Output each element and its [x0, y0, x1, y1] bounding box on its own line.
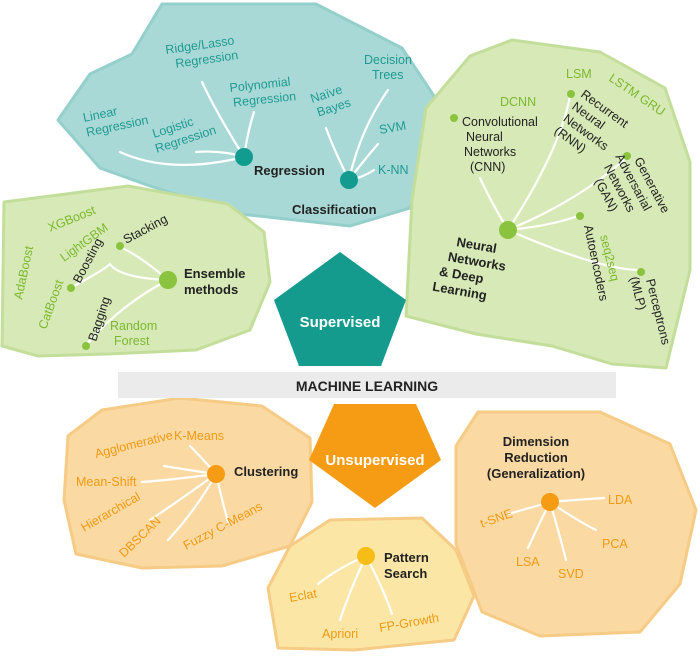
neural-variant-lsm: LSM: [566, 67, 592, 81]
boosting-node: [67, 284, 75, 292]
clustering-item-kmeans: K-Means: [174, 429, 224, 443]
mlp-node: [637, 268, 645, 276]
pattern-item-eclat: Eclat: [288, 586, 318, 605]
dimension-item-lsa: LSA: [516, 555, 540, 569]
regression-item-polynomial: PolynomialRegression: [229, 74, 297, 110]
neural-item-rnn: RecurrentNeuralNetworks(RNN): [552, 87, 632, 167]
neural-label: NeuralNetworks& DeepLearning: [431, 231, 509, 305]
classification-item-knn: K-NN: [378, 163, 409, 177]
dimension-node: [541, 493, 559, 511]
gan-node: [623, 152, 631, 160]
regression-classification-blob: [56, 2, 436, 228]
cnn-node: [450, 114, 458, 122]
rnn-node: [567, 90, 575, 98]
pattern-node: [357, 547, 375, 565]
dimension-item-svd: SVD: [558, 567, 584, 581]
clustering-blob: [62, 396, 314, 570]
classification-label: Classification: [292, 202, 377, 217]
dimension-reduction-blob: [454, 410, 698, 638]
clustering-node: [207, 465, 225, 483]
pattern-item-apriori: Apriori: [322, 627, 358, 641]
title-banner: [118, 372, 616, 398]
autoencoders-node: [576, 212, 584, 220]
clustering-item-mean-shift: Mean-Shift: [76, 475, 137, 489]
ensemble-blob: [0, 184, 272, 358]
pattern-search-blob: [266, 516, 476, 652]
dimension-item-lda: LDA: [608, 493, 633, 507]
neural-node: [499, 221, 517, 239]
unsupervised-pentagon: [309, 404, 441, 508]
neural-networks-blob: [404, 38, 692, 370]
neural-variant-dcnn: DCNN: [500, 95, 536, 109]
supervised-pentagon: [274, 252, 406, 366]
regression-node: [235, 148, 253, 166]
classification-item-svm: SVM: [378, 118, 407, 136]
bagging-node: [82, 342, 90, 350]
regression-label: Regression: [254, 163, 325, 178]
title: MACHINE LEARNING: [296, 378, 438, 394]
stacking-node: [116, 242, 124, 250]
unsupervised-label: Unsupervised: [325, 452, 424, 469]
ensemble-node: [159, 271, 177, 289]
classification-node: [340, 171, 358, 189]
supervised-label: Supervised: [300, 314, 381, 331]
dimension-item-pca: PCA: [602, 537, 628, 551]
clustering-label: Clustering: [234, 464, 298, 479]
